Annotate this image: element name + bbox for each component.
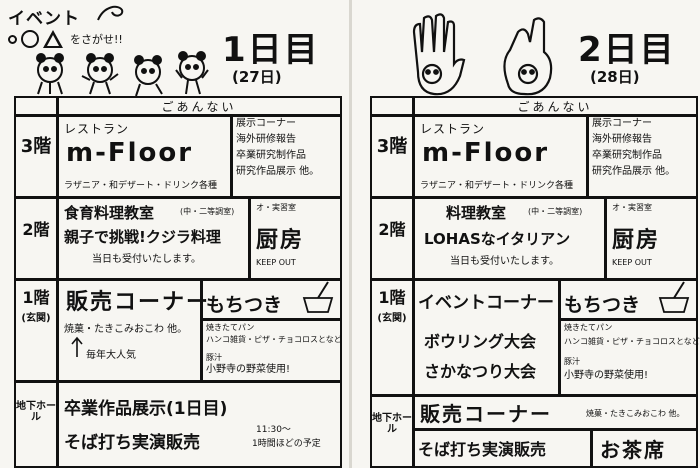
day1-class-title: 食育料理教室 bbox=[64, 204, 155, 222]
small-circle-icon bbox=[8, 34, 17, 44]
day2-floor1-sub: (玄関) bbox=[377, 313, 407, 324]
day1-kitchen-note: オ・実習室 bbox=[256, 203, 296, 212]
day1-soba-demo: そば打ち実演販売 bbox=[64, 433, 200, 453]
event-title: イベント bbox=[8, 9, 80, 29]
day2-tea-room: お茶席 bbox=[600, 438, 666, 462]
day1-sales-items: 焼菓・たきこみおこわ 他。 bbox=[64, 324, 188, 335]
day2-restaurant-label: レストラン bbox=[420, 122, 486, 136]
day2-sales-title: 販売コーナー bbox=[420, 402, 552, 426]
day1-soba-time: 11:30～ bbox=[256, 425, 291, 435]
day2-bowling: ボウリング大会 bbox=[424, 332, 537, 351]
day2-floor3-label: 3階 bbox=[376, 136, 408, 157]
day2-mochi-item-2: ハンコ雑貨・ピザ・チョコロスとなど bbox=[564, 337, 700, 346]
day2-event-corner: イベントコーナー bbox=[418, 293, 554, 313]
day1-restaurant-label: レストラン bbox=[64, 122, 130, 136]
day2-title: 2日目 bbox=[578, 30, 676, 70]
day1-basement-label: 地下ホール bbox=[16, 401, 56, 423]
day1-mochi-title: もちつき bbox=[206, 294, 283, 316]
day2-exhibit-line-1: 海外研修報告 bbox=[592, 134, 652, 145]
day2-kitchen-keep: KEEP OUT bbox=[612, 258, 652, 267]
triangle-icon bbox=[43, 30, 63, 48]
day2-exhibit-title: 展示コーナー bbox=[592, 118, 652, 129]
day1-mochi-item-4: 小野寺の野菜使用! bbox=[206, 364, 291, 375]
day2-class-title: 料理教室 bbox=[446, 204, 507, 222]
day1-exhibit-title: 展示コーナー bbox=[236, 118, 296, 129]
day2-mochi-title: もちつき bbox=[564, 294, 641, 316]
day1-floor1-label: 1階 bbox=[22, 288, 50, 307]
day1-date: (27日) bbox=[232, 68, 282, 86]
page-fold bbox=[349, 0, 352, 468]
day2-class-desc: LOHASなイタリアン bbox=[424, 230, 571, 248]
day1-mochi-item-2: ハンコ雑貨・ピザ・チョコロスとなど bbox=[206, 335, 342, 344]
day1-floor3-label: 3階 bbox=[20, 136, 52, 157]
day2-basement-label: 地下ホール bbox=[372, 413, 412, 435]
shape-hunt: をさがせ!! bbox=[8, 30, 123, 48]
day1-restaurant-menu: ラザニア・和デザート・ドリンク各種 bbox=[64, 181, 218, 191]
day1-exhibit-line-1: 海外研修報告 bbox=[236, 134, 296, 145]
bowl-icon bbox=[302, 281, 334, 313]
day2-sales-items: 焼菓・たきこみおこわ 他。 bbox=[586, 409, 685, 418]
day1-floor2-label: 2階 bbox=[22, 220, 50, 239]
day2-mochi-item-3: 豚汁 bbox=[564, 357, 580, 366]
circle-icon bbox=[21, 30, 39, 48]
day1-title: 1日目 bbox=[222, 30, 320, 70]
day1-class-note: (中・二等調室) bbox=[180, 207, 235, 216]
day2-restaurant-name: m-Floor bbox=[422, 138, 550, 168]
hand-bear-icon bbox=[412, 13, 553, 96]
day1-kitchen-title: 厨房 bbox=[256, 228, 305, 253]
panda-icon bbox=[36, 51, 209, 97]
day1-class-accept: 当日も受付いたします。 bbox=[92, 254, 201, 265]
day2-floor1-label: 1階 bbox=[378, 288, 406, 307]
day2-exhibit-line-3: 研究作品展示 他。 bbox=[592, 166, 676, 177]
day2-floor2-label: 2階 bbox=[378, 220, 406, 239]
find-text: をさがせ!! bbox=[70, 33, 123, 46]
day1-exhibit-line-2: 卒業研究制作品 bbox=[236, 150, 306, 161]
day1-mochi-item-3: 豚汁 bbox=[206, 353, 222, 362]
day1-mochi-item-1: 焼きたてパン bbox=[206, 323, 255, 332]
day1-sales-note: 毎年大人気 bbox=[86, 350, 136, 361]
day2-mochi-item-4: 小野寺の野菜使用! bbox=[564, 370, 649, 381]
day1-floor1-sub: (玄関) bbox=[21, 313, 51, 324]
day2-kitchen-note: オ・実習室 bbox=[612, 203, 652, 212]
day1-graduate-exhibit: 卒業作品展示(1日目) bbox=[64, 399, 228, 419]
day2-class-note: (中・二等調室) bbox=[528, 207, 583, 216]
day1-restaurant-name: m-Floor bbox=[66, 138, 194, 168]
day1-class-desc: 親子で挑戦!クジラ料理 bbox=[64, 228, 221, 246]
day1-sales-title: 販売コーナー bbox=[66, 290, 211, 315]
arrow-up-icon bbox=[71, 336, 83, 357]
day2-mochi-item-1: 焼きたてパン bbox=[564, 323, 613, 332]
day1-soba-note: 1時間ほどの予定 bbox=[252, 439, 321, 449]
day2-soba-demo: そば打ち実演販売 bbox=[418, 440, 547, 459]
day2-class-accept: 当日も受付いたします。 bbox=[450, 256, 559, 267]
day2-fishing: さかなつり大会 bbox=[424, 362, 537, 381]
day2-annai: ごあんない bbox=[517, 100, 593, 114]
bowl-icon bbox=[658, 281, 690, 313]
day1-exhibit-line-3: 研究作品展示 他。 bbox=[236, 166, 320, 177]
day2-date: (28日) bbox=[590, 68, 640, 86]
swirl-icon bbox=[97, 5, 124, 21]
day2-exhibit-line-2: 卒業研究制作品 bbox=[592, 150, 662, 161]
day2-kitchen-title: 厨房 bbox=[612, 228, 661, 253]
day1-annai: ごあんない bbox=[161, 100, 237, 114]
day2-restaurant-menu: ラザニア・和デザート・ドリンク各種 bbox=[420, 181, 574, 191]
day1-kitchen-keep: KEEP OUT bbox=[256, 258, 296, 267]
